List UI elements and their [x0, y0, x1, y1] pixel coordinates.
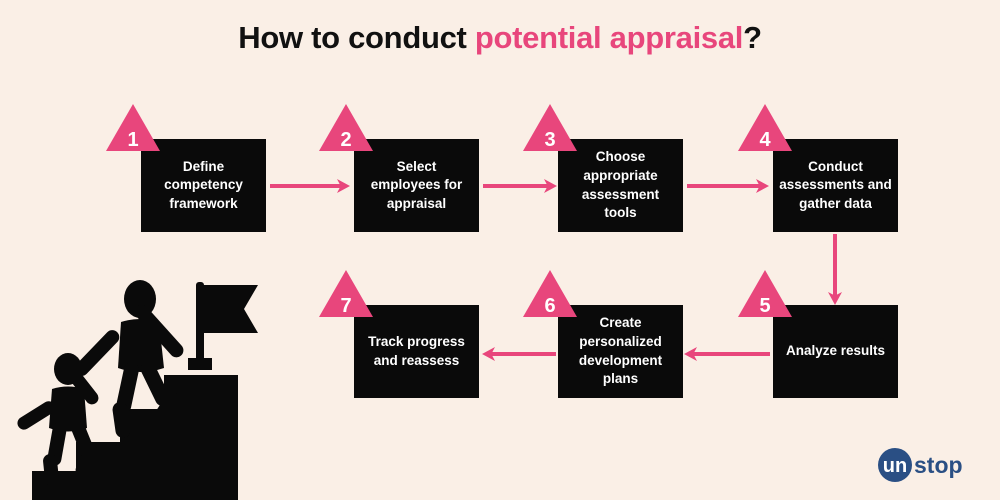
- step-box-7[interactable]: Track progress and reassess: [354, 305, 479, 398]
- step-box-5[interactable]: Analyze results: [773, 305, 898, 398]
- arrow-step1-to-step2: [270, 175, 350, 197]
- svg-text:stop: stop: [914, 452, 963, 478]
- step-label-5: Analyze results: [785, 343, 886, 359]
- step-label-6: Create personalized development plans: [578, 315, 663, 387]
- step-number-7: 7: [340, 295, 352, 317]
- step-box-3[interactable]: Choose appropriate assessment tools: [558, 139, 683, 232]
- svg-text:un: un: [883, 455, 907, 477]
- page-title: How to conduct potential appraisal?: [0, 20, 1000, 56]
- arrow-step5-to-step6: [684, 343, 770, 365]
- step-label-1: Define competency framework: [164, 158, 243, 211]
- arrow-shaft: [483, 184, 548, 188]
- arrow-shaft: [491, 352, 556, 356]
- arrow-shaft: [693, 352, 770, 356]
- step-number-3: 3: [544, 129, 556, 151]
- step-label-7: Track progress and reassess: [368, 333, 465, 368]
- arrow-shaft: [687, 184, 760, 188]
- step-badge-4: 4: [738, 104, 792, 151]
- unstop-logo[interactable]: un stop: [878, 448, 982, 482]
- step-badge-1: 1: [106, 104, 160, 151]
- step-box-1[interactable]: Define competency framework: [141, 139, 266, 232]
- step-number-5: 5: [759, 295, 771, 317]
- step-label-4: Conduct assessments and gather data: [779, 158, 892, 211]
- step-badge-7: 7: [319, 270, 373, 317]
- step-label-3: Choose appropriate assessment tools: [581, 149, 660, 221]
- title-prefix: How to conduct: [238, 20, 475, 55]
- arrow-step2-to-step3: [483, 175, 557, 197]
- logo-circle-icon: [878, 448, 912, 482]
- arrow-shaft: [270, 184, 341, 188]
- arrow-shaft: [833, 234, 837, 296]
- title-highlight: potential appraisal: [474, 20, 744, 55]
- step-box-2[interactable]: Select employees for appraisal: [354, 139, 479, 232]
- step-badge-6: 6: [523, 270, 577, 317]
- climbing-stairs-illustration: [14, 272, 266, 500]
- arrow-step4-to-step5: [824, 234, 846, 305]
- title-suffix: ?: [743, 20, 762, 55]
- arrow-step6-to-step7: [482, 343, 556, 365]
- step-badge-3: 3: [523, 104, 577, 151]
- step-number-4: 4: [759, 129, 771, 151]
- step-number-6: 6: [544, 295, 556, 317]
- arrow-step3-to-step4: [687, 175, 769, 197]
- step-number-1: 1: [127, 129, 139, 151]
- step-label-2: Select employees for appraisal: [370, 158, 463, 211]
- step-number-2: 2: [340, 129, 352, 151]
- step-box-4[interactable]: Conduct assessments and gather data: [773, 139, 898, 232]
- step-box-6[interactable]: Create personalized development plans: [558, 305, 683, 398]
- step-badge-2: 2: [319, 104, 373, 151]
- step-badge-5: 5: [738, 270, 792, 317]
